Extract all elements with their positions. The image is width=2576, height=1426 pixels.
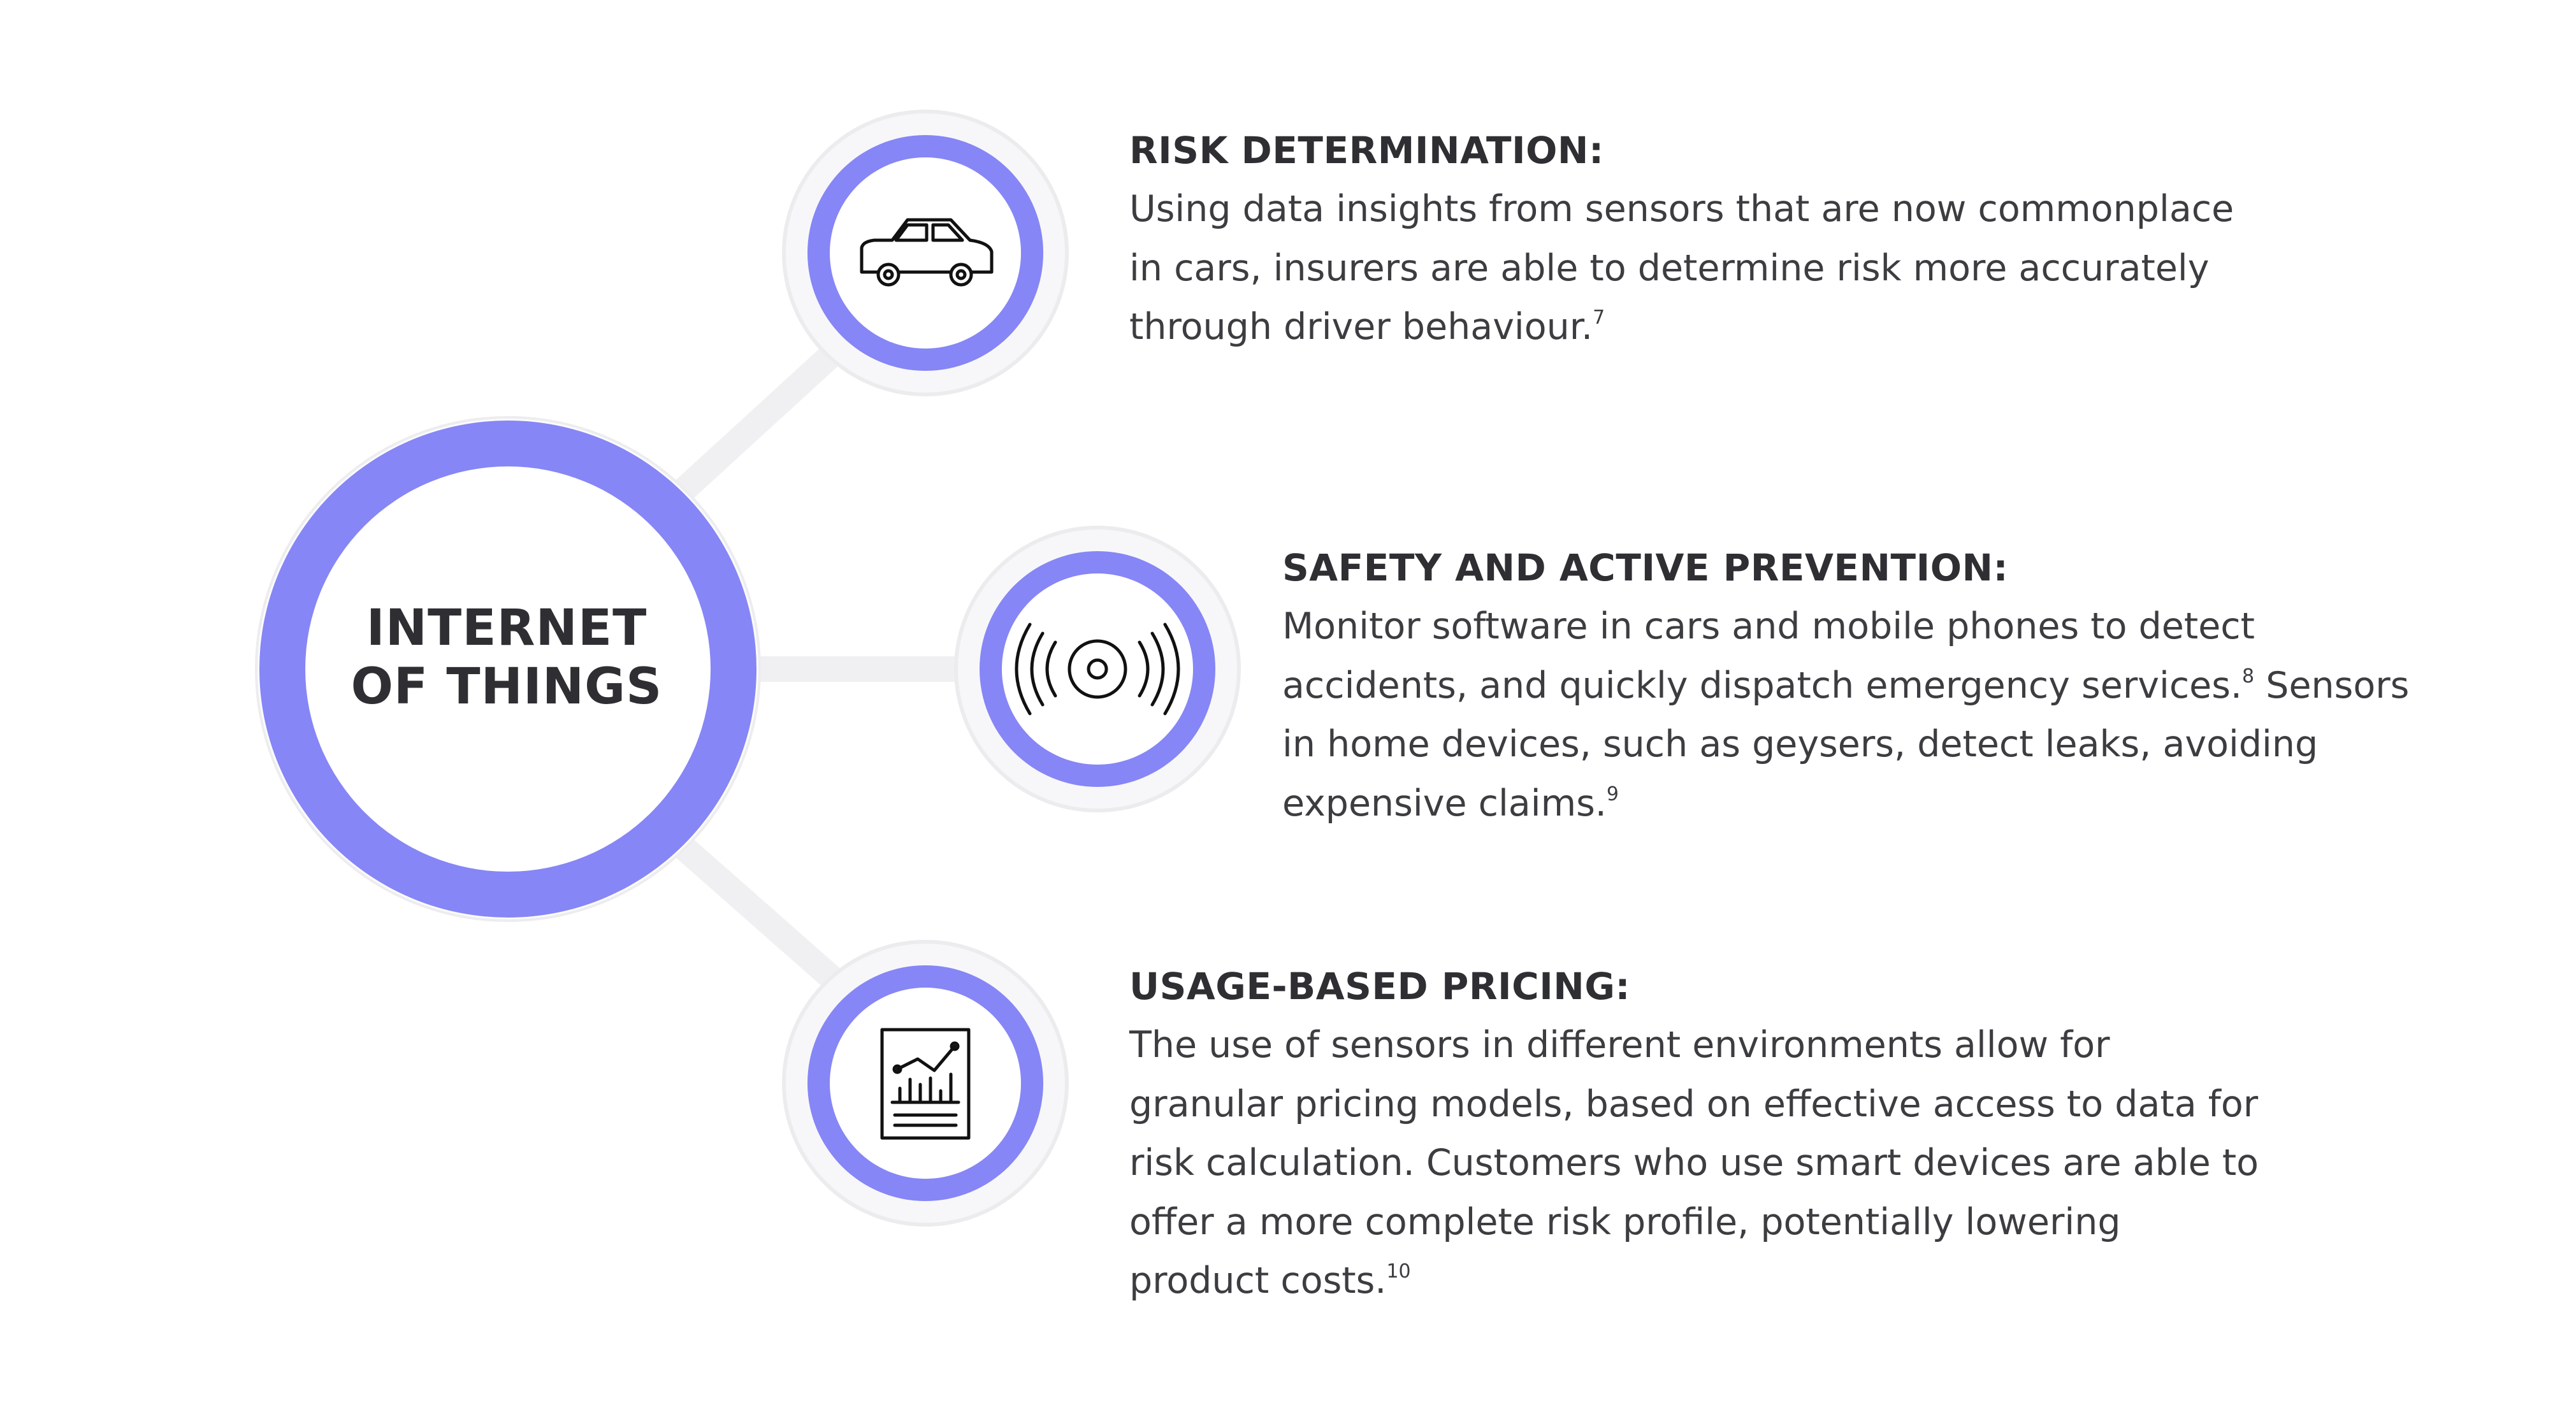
body-line-with-footnote: through driver behaviour.7 [1129,298,2372,357]
risk-determination-body: Using data insights from sensors that ar… [1129,180,2372,357]
body-line-text: through driver behaviour. [1129,306,1593,348]
footnote-ref: 10 [1386,1260,1411,1283]
hub-label-line2: OF THINGS [351,658,663,716]
report-chart-icon [880,1028,971,1140]
body-line-with-footnote: product costs.10 [1129,1251,2372,1311]
risk-determination-block: RISK DETERMINATION: Using data insights … [1129,121,2372,357]
sensor-signal-icon [1015,623,1180,716]
body-line: risk calculation. Customers who use smar… [1129,1142,2259,1184]
body-line-with-footnote: accidents, and quickly dispatch emergenc… [1282,656,2525,716]
body-line: Monitor software in cars and mobile phon… [1282,605,2255,647]
footnote-ref: 7 [1593,306,1605,329]
hub-label-line1: INTERNET [366,600,648,657]
safety-prevention-title: SAFETY AND ACTIVE PREVENTION: [1282,546,2009,589]
connector-risk [660,322,866,513]
body-line: in cars, insurers are able to determine … [1129,247,2210,289]
car-icon [860,218,994,287]
body-line: offer a more complete risk profile, pote… [1129,1200,2121,1243]
body-line-with-footnote: expensive claims.9 [1282,774,2525,833]
hub-node [255,416,761,922]
footnote-ref: 8 [2242,665,2255,688]
safety-prevention-block: SAFETY AND ACTIVE PREVENTION: Monitor so… [1282,538,2525,833]
safety-prevention-body: Monitor software in cars and mobile phon… [1282,597,2525,833]
usage-node [782,940,1069,1227]
usage-pricing-title: USAGE-BASED PRICING: [1129,965,1631,1008]
body-line-text: Sensors [2254,664,2410,707]
body-line-text: expensive claims. [1282,782,1607,825]
risk-determination-title: RISK DETERMINATION: [1129,129,1604,172]
risk-node [782,110,1069,396]
body-line: in home devices, such as geysers, detect… [1282,723,2319,765]
body-line: granular pricing models, based on effect… [1129,1083,2259,1125]
connector-usage [660,825,866,1011]
body-line-text: product costs. [1129,1260,1387,1302]
body-line: The use of sensors in different environm… [1129,1024,2110,1066]
safety-node [954,526,1241,812]
body-line-text: accidents, and quickly dispatch emergenc… [1282,664,2243,707]
footnote-ref: 9 [1606,782,1619,805]
usage-pricing-block: USAGE-BASED PRICING: The use of sensors … [1129,957,2372,1311]
hub-label: INTERNET OF THINGS [300,599,714,716]
body-line: Using data insights from sensors that ar… [1129,188,2234,230]
usage-pricing-body: The use of sensors in different environm… [1129,1016,2372,1311]
